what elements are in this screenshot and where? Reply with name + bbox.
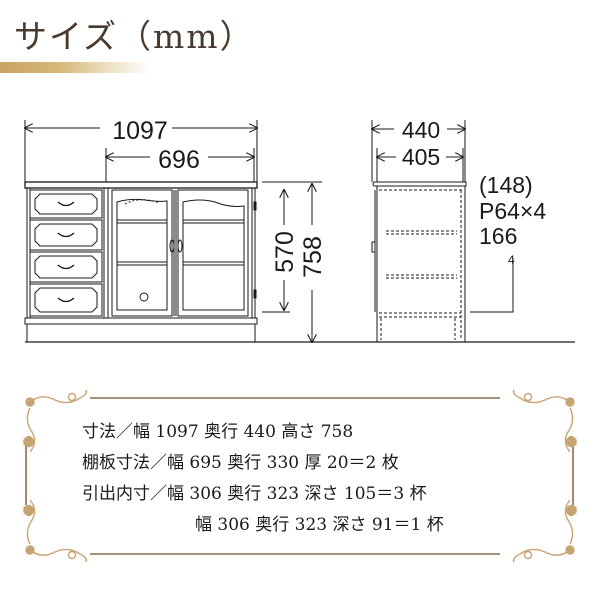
corner-ornament-top-right	[512, 389, 577, 453]
corner-ornament-bottom-left	[23, 499, 88, 563]
spec-row-dimensions: 寸法／幅 1097 奥行 440 高さ 758	[82, 422, 354, 442]
dim-overall-depth: 440	[402, 117, 440, 143]
spec-row-shelf: 棚板寸法／幅 695 奥行 330 厚 20＝2 枚	[82, 453, 399, 473]
spec-row-drawer-inner: 引出内寸／幅 306 奥行 323 深さ 105＝3 杯	[82, 484, 427, 504]
corner-ornament-bottom-right	[512, 499, 577, 563]
drawers	[29, 189, 103, 317]
glass-doors	[111, 189, 257, 317]
dim-door-width: 696	[158, 146, 200, 174]
shelf-pitch: P64×4	[479, 198, 546, 224]
title-underline-bar	[0, 62, 150, 73]
leader-mark: 4	[508, 253, 515, 267]
shelf-pitch-top: (148)	[479, 172, 533, 198]
dim-overall-height: 758	[299, 236, 327, 278]
dim-door-height: 570	[271, 231, 299, 273]
ornate-frame	[23, 389, 577, 563]
side-view	[372, 120, 514, 342]
dim-overall-width: 1097	[112, 117, 168, 145]
dim-inner-depth: 405	[402, 144, 440, 170]
shelf-pitch-bottom: 166	[479, 223, 517, 249]
spec-row-drawer-inner-2: 幅 306 奥行 323 深さ 91＝1 杯	[195, 515, 444, 535]
corner-ornament-top-left	[23, 389, 88, 453]
front-view	[25, 120, 322, 342]
spec-list: 寸法／幅 1097 奥行 440 高さ 758 棚板寸法／幅 695 奥行 33…	[82, 417, 444, 541]
page-title: サイズ（mm）	[14, 17, 255, 56]
